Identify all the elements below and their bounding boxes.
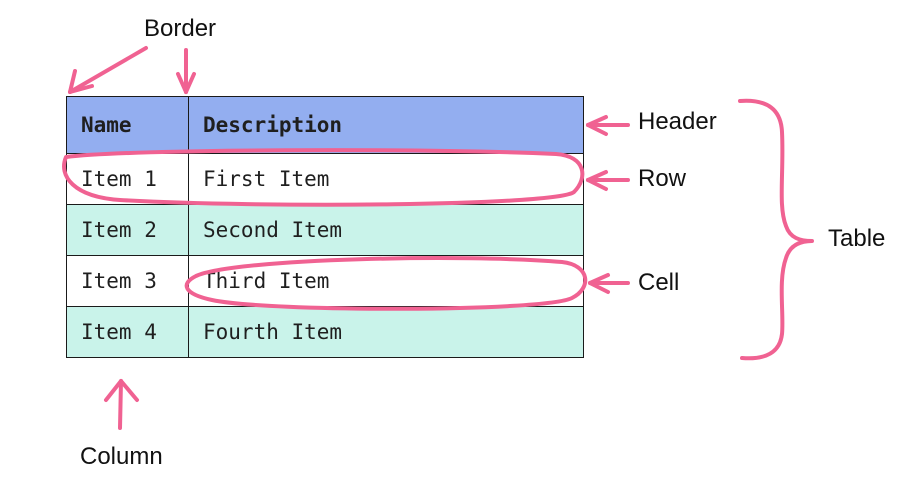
cell-description: Third Item: [188, 255, 584, 307]
cell-name: Item 3: [66, 255, 189, 307]
annotation-label-table: Table: [828, 225, 886, 252]
row-arrow-icon: [586, 170, 630, 191]
border-vertical-arrow-icon: [176, 48, 196, 94]
column-arrow-icon: [104, 379, 139, 430]
cell-description: First Item: [188, 153, 584, 205]
annotation-label-column: Column: [80, 443, 163, 470]
table-container: Name Description Item 1 First Item Item …: [66, 96, 584, 358]
table-header-row: Name Description: [66, 96, 584, 154]
column-header-description: Description: [188, 96, 584, 154]
table-row: Item 4 Fourth Item: [66, 306, 584, 358]
annotation-label-border: Border: [144, 15, 217, 42]
table-row: Item 2 Second Item: [66, 204, 584, 256]
table-curly-brace-icon: [738, 98, 814, 361]
border-diagonal-arrow-icon: [68, 46, 148, 94]
table-body: Item 1 First Item Item 2 Second Item Ite…: [66, 153, 584, 358]
cell-name: Item 2: [66, 204, 189, 256]
table-header: Name Description: [66, 96, 584, 154]
table-row: Item 3 Third Item: [66, 255, 584, 307]
cell-description: Second Item: [188, 204, 584, 256]
cell-name: Item 1: [66, 153, 189, 205]
cell-arrow-icon: [588, 273, 630, 294]
demo-table: Name Description Item 1 First Item Item …: [66, 96, 584, 358]
annotation-label-cell: Cell: [638, 269, 680, 296]
cell-description: Fourth Item: [188, 306, 584, 358]
header-arrow-icon: [586, 115, 630, 136]
annotation-label-row: Row: [638, 165, 687, 192]
table-row: Item 1 First Item: [66, 153, 584, 205]
cell-name: Item 4: [66, 306, 189, 358]
annotation-label-header: Header: [638, 108, 717, 135]
column-header-name: Name: [66, 96, 189, 154]
